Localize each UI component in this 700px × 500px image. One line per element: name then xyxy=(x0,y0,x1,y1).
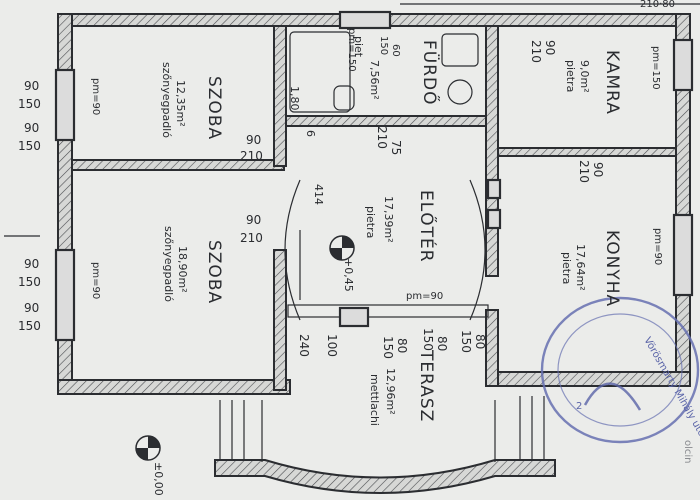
window-3-width: 90 xyxy=(24,257,40,271)
room-konyha-name: KONYHA xyxy=(602,230,622,308)
sill-szoba-top: pm=90 xyxy=(90,78,101,116)
door-kamra-height: 210 xyxy=(529,40,543,63)
outer-wall-bottom-left xyxy=(57,379,291,395)
terrace-curve xyxy=(214,459,556,494)
window-szoba-bottom xyxy=(54,248,76,342)
window-2-width: 90 xyxy=(24,121,40,135)
room-szoba-bottom-name: SZOBA xyxy=(204,240,224,305)
room-eloter-floor: pietra xyxy=(364,206,377,239)
entry-arc-right xyxy=(469,179,486,321)
hall-width-dim: 414 xyxy=(312,184,325,205)
window-konyha xyxy=(672,213,694,297)
room-konyha-area: 17,64m² xyxy=(574,244,587,291)
window-furdo xyxy=(338,10,392,30)
door-szoba-bottom-height: 210 xyxy=(240,231,263,245)
room-furdo-area: 7,56m² xyxy=(368,60,381,100)
room-szoba-top-floor: szőnyegpadló xyxy=(160,62,173,138)
window-3-height: 150 xyxy=(18,275,41,289)
window-1-height: 150 xyxy=(18,97,41,111)
room-szoba-bottom-area: 18,90m² xyxy=(176,246,189,293)
sill-eloter: pm=90 xyxy=(406,291,444,302)
window-2-height: 150 xyxy=(18,139,41,153)
room-furdo-name: FÜRDŐ xyxy=(419,40,439,106)
room-terasz-name: TERASZ xyxy=(416,350,436,423)
stamp-mark: 2 xyxy=(576,401,583,412)
wall-6-label: 6 xyxy=(304,130,317,137)
room-szoba-bottom-floor: szőnyegpadló xyxy=(162,226,175,302)
window-szoba-top xyxy=(54,68,76,142)
wall-szoba-hall-lower xyxy=(273,249,287,391)
room-kamra-area: 9,0m² xyxy=(578,60,591,93)
door-entry-a: 100 xyxy=(325,334,339,357)
window-4-width: 90 xyxy=(24,301,40,315)
wall-furdo-kamra xyxy=(485,25,499,277)
sill-szoba-bottom: pm=90 xyxy=(90,262,101,300)
door-furdo-width: 75 xyxy=(389,140,403,156)
wall-thickness-label: 1,80 xyxy=(288,86,301,111)
door-szoba-top-width: 90 xyxy=(246,133,262,147)
official-stamp xyxy=(540,296,700,444)
wall-furdo-bottom xyxy=(285,115,487,127)
door-furdo-small-2: 150 xyxy=(378,36,389,56)
door-terasz-c: 80 xyxy=(435,336,449,352)
door-kamra-width: 90 xyxy=(543,40,557,56)
wall-szoba-hall xyxy=(273,25,287,167)
konyha-door-frame-1 xyxy=(486,178,502,200)
terrace-railing-left xyxy=(287,304,489,318)
sill-kamra: pm=150 xyxy=(650,46,661,90)
room-kamra-floor: pietra xyxy=(564,60,577,93)
door-terasz-a: 80 xyxy=(473,334,487,350)
entry-arc-left xyxy=(284,179,301,321)
terrace-steps-left xyxy=(219,400,245,460)
side-text: olcin xyxy=(682,440,693,464)
window-kamra xyxy=(672,38,694,92)
bathtub xyxy=(289,31,351,113)
level-marker-bottom xyxy=(135,435,161,461)
top-dim-label: 210·80 xyxy=(640,0,675,10)
washing-machine xyxy=(447,79,473,105)
level-value: +0,45 xyxy=(342,258,355,292)
door-furdo-height: 210 xyxy=(375,126,389,149)
door-entry-b: 240 xyxy=(297,334,311,357)
door-terasz-d: 150 xyxy=(421,328,435,351)
konyha-door-frame-2 xyxy=(486,208,502,230)
window-4-height: 150 xyxy=(18,319,41,333)
room-kamra-name: KAMRA xyxy=(602,50,622,115)
sill-furdo: pm=150 xyxy=(346,28,357,72)
level-marker xyxy=(329,235,355,261)
level-bottom-label: ±0,00 xyxy=(152,462,165,496)
room-terasz-area: 12,96m² xyxy=(384,368,397,415)
door-szoba-bottom-width: 90 xyxy=(246,213,262,227)
door-furdo-small: 60 xyxy=(390,44,401,57)
sill-konyha: pm=90 xyxy=(652,228,663,266)
door-terasz-b: 150 xyxy=(459,330,473,353)
window-1-width: 90 xyxy=(24,79,40,93)
room-terasz-floor: mettlachi xyxy=(368,374,381,426)
room-szoba-top-area: 12,35m² xyxy=(174,80,187,127)
door-terasz-f: 150 xyxy=(381,336,395,359)
door-szoba-top-height: 210 xyxy=(240,149,263,163)
wall-konyha-left-low xyxy=(485,309,499,387)
door-konyha-height: 210 xyxy=(577,160,591,183)
door-terasz-e: 80 xyxy=(395,338,409,354)
room-eloter-name: ELŐTÉR xyxy=(416,190,436,263)
room-konyha-floor: pietra xyxy=(560,252,573,285)
terrace-steps-right xyxy=(519,396,545,460)
wall-kamra-bottom xyxy=(497,147,677,157)
sink xyxy=(441,33,479,67)
door-konyha-width: 90 xyxy=(591,162,605,178)
entry-door-block xyxy=(338,306,370,328)
toilet xyxy=(333,85,355,111)
room-szoba-top-name: SZOBA xyxy=(204,76,224,141)
room-eloter-area: 17,39m² xyxy=(382,196,395,243)
